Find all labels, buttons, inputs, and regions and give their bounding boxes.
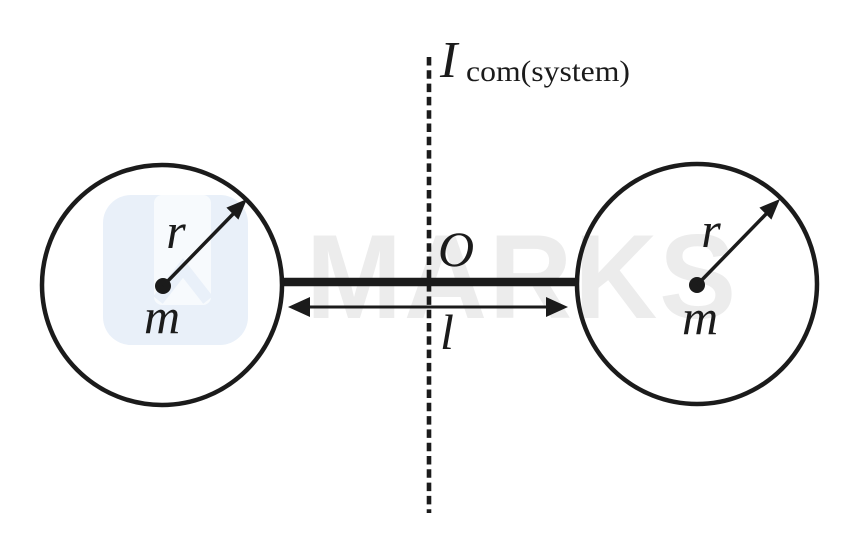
- sphere-right-radius-arrow: [695, 209, 771, 287]
- axis-label-subscript: com(system): [466, 55, 630, 88]
- sphere-left-radius-arrowhead-icon: [226, 199, 247, 220]
- sphere-left-mass-label: m: [144, 288, 180, 344]
- sphere-left-radius-arrow: [161, 209, 238, 288]
- sphere-right-outline: [574, 161, 820, 407]
- axis-label-symbol: I: [439, 32, 460, 89]
- length-arrowhead-left-icon: [288, 297, 310, 317]
- sphere-right: r m: [574, 161, 820, 407]
- length-arrowhead-right-icon: [546, 297, 568, 317]
- axis-label: I com(system): [439, 32, 630, 89]
- sphere-right-radius-arrowhead-icon: [759, 199, 780, 220]
- length-label: l: [440, 304, 454, 360]
- sphere-right-mass-label: m: [682, 289, 718, 345]
- origin-label: O: [438, 221, 474, 277]
- length-arrow: [288, 297, 568, 317]
- watermark: MARKS: [103, 195, 738, 345]
- watermark-text: MARKS: [306, 210, 738, 344]
- sphere-left-radius-label: r: [166, 203, 186, 259]
- sphere-left-outline: [39, 162, 285, 408]
- sphere-left: r m: [39, 162, 285, 408]
- sphere-right-radius-label: r: [701, 202, 721, 258]
